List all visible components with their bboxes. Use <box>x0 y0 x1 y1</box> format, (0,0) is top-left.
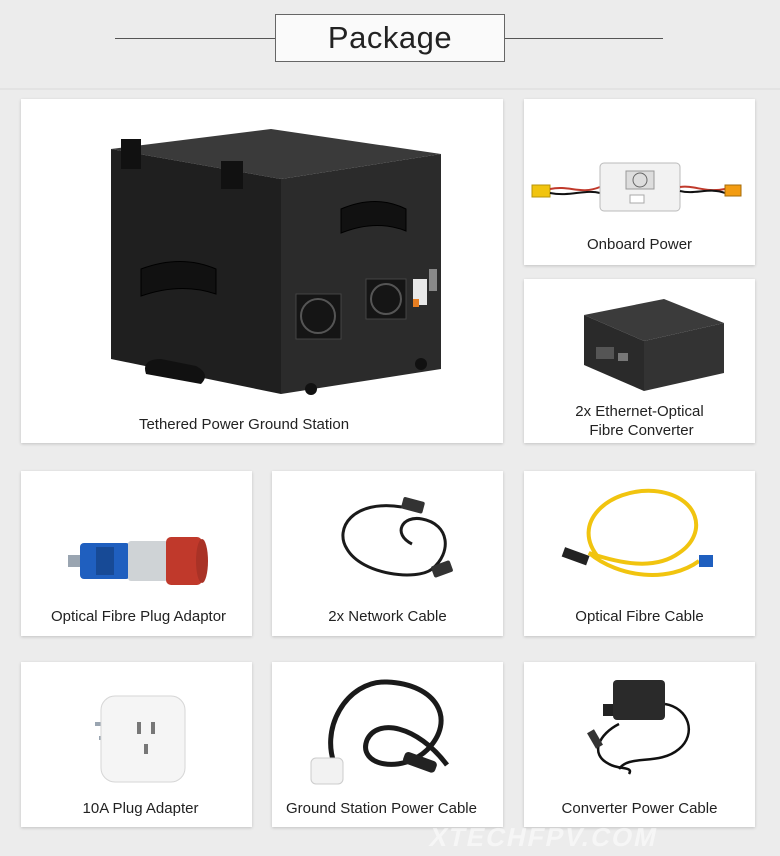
power-cable-image <box>310 679 449 785</box>
item-caption-line1: 2x Ethernet-Optical <box>575 403 704 420</box>
title-rule-left <box>115 38 275 39</box>
item-optical-fibre-cable: Optical Fibre Cable <box>524 471 755 636</box>
watermark: XTECHFPV.COM <box>426 822 662 852</box>
page-title: Package <box>275 14 505 62</box>
item-ground-station-power-cable: Ground Station Power Cable <box>272 662 503 827</box>
item-plug-adapter: 10A Plug Adapter <box>21 662 252 827</box>
item-caption: Onboard Power <box>586 236 693 253</box>
converter-adapter-image <box>587 680 690 775</box>
ground-station-image <box>111 129 441 395</box>
item-fibre-plug-adaptor: Optical Fibre Plug Adaptor <box>21 471 252 636</box>
network-cable-image <box>341 497 453 578</box>
background-band <box>0 88 780 90</box>
item-media-converter: 2x Ethernet-Optical Fibre Converter <box>524 279 755 443</box>
item-caption: Tethered Power Ground Station <box>138 416 350 433</box>
title-rule-right <box>503 38 663 39</box>
item-caption: Converter Power Cable <box>561 800 718 817</box>
optical-fibre-cable-image <box>561 488 713 577</box>
item-caption: Ground Station Power Cable <box>286 800 477 817</box>
item-caption: 2x Network Cable <box>328 608 447 625</box>
item-caption: Optical Fibre Cable <box>575 608 704 625</box>
item-converter-power-cable: Converter Power Cable <box>524 662 755 827</box>
item-ground-station: Tethered Power Ground Station <box>21 99 503 443</box>
item-network-cable: 2x Network Cable <box>272 471 503 636</box>
media-converter-image <box>584 299 724 391</box>
plug-adapter-image <box>95 695 186 783</box>
onboard-power-image <box>531 162 742 212</box>
item-onboard-power: Onboard Power <box>524 99 755 265</box>
fibre-plug-image <box>68 537 208 585</box>
item-caption-line2: Fibre Converter <box>589 422 694 439</box>
item-caption: Optical Fibre Plug Adaptor <box>50 608 227 625</box>
item-caption: 10A Plug Adapter <box>82 800 199 817</box>
